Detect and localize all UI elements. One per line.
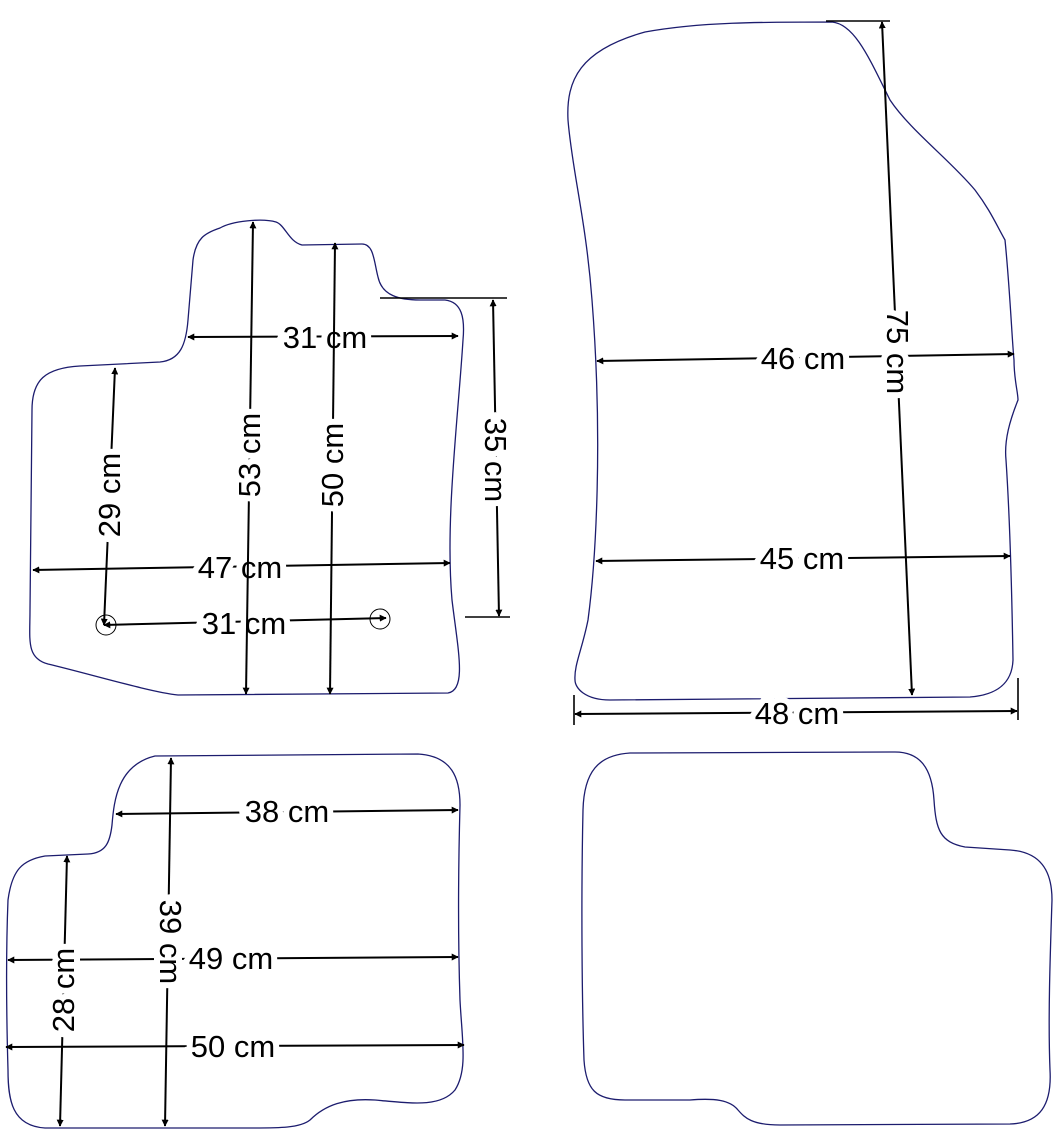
rear-right-mat-outline: [581, 751, 1053, 1126]
label-length: 75 cm: [880, 310, 915, 394]
label-height-a: 53 cm: [232, 413, 267, 497]
rear-left-mat-outline: [5, 753, 464, 1129]
label-height: 39 cm: [153, 900, 188, 984]
rear-left-mat: 38 cm 49 cm 50 cm 39 cm 28 cm: [5, 753, 465, 1129]
dim-line-height-b: [326, 242, 339, 695]
label-height-b: 50 cm: [315, 423, 350, 507]
label-right-height: 35 cm: [478, 418, 513, 502]
label-left-height: 28 cm: [46, 948, 81, 1032]
front-left-mat: 31 cm 47 cm 31 cm 29 cm 53 cm 50 cm 35 c…: [29, 219, 519, 696]
rear-right-mat: [581, 751, 1053, 1126]
label-clip-spacing: 31 cm: [202, 606, 286, 641]
dim-line-height: [161, 757, 175, 1127]
dim-line-lower-width: [595, 552, 1011, 565]
dim-line-length: [878, 21, 916, 696]
dim-line-bottom-width: [574, 707, 1018, 718]
label-overall-width: 47 cm: [198, 550, 282, 585]
dim-line-bottom-width: [5, 1041, 465, 1051]
label-top-width: 38 cm: [245, 794, 329, 829]
front-left-mat-outline: [29, 219, 465, 696]
label-top-width: 31 cm: [283, 320, 367, 355]
label-bottom-width: 50 cm: [191, 1029, 275, 1064]
label-bottom-width: 48 cm: [755, 696, 839, 731]
dim-line-top-width: [187, 332, 459, 341]
dim-line-left-height: [100, 367, 119, 626]
dim-line-upper-width: [596, 350, 1015, 365]
label-lower-width: 45 cm: [760, 541, 844, 576]
dim-line-height-a: [242, 221, 257, 695]
dim-line-mid-width: [7, 953, 459, 964]
dim-line-right-height: [489, 299, 503, 617]
front-right-mat: 46 cm 45 cm 75 cm 48 cm: [567, 20, 1019, 737]
label-upper-width: 46 cm: [761, 341, 845, 376]
label-left-height: 29 cm: [92, 453, 127, 537]
dim-line-left-height: [56, 855, 71, 1127]
label-mid-width: 49 cm: [189, 941, 273, 976]
